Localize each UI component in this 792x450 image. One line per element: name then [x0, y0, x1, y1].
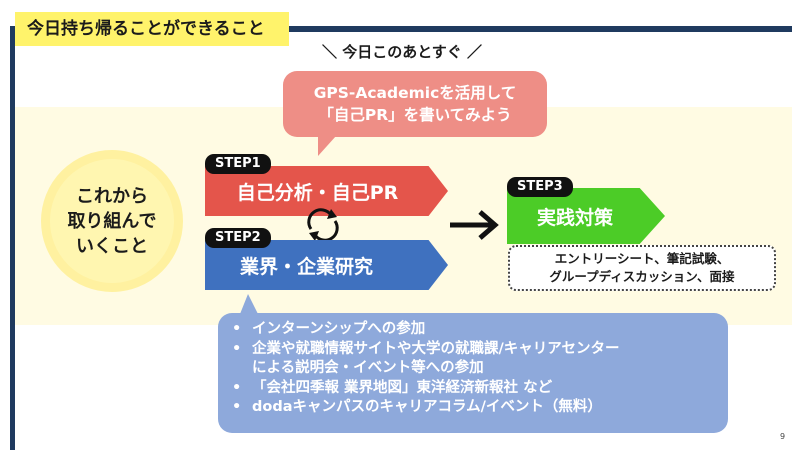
bullet-mark: • [232, 399, 242, 415]
bullet-text: dodaキャンパスのキャリアコラム/イベント（無料） [252, 399, 602, 415]
header-rule [10, 26, 792, 32]
step1-label: STEP1 [205, 154, 271, 174]
bullet-mark: • [232, 321, 242, 337]
left-rule [10, 26, 15, 450]
list-item: による説明会・イベント等への参加 [232, 359, 620, 379]
step2-label: STEP2 [205, 228, 271, 248]
page-title: 今日持ち帰ることができること [15, 12, 289, 46]
bullet-text: 企業や就職情報サイトや大学の就職課/キャリアセンター [252, 340, 620, 357]
bullet-callout-tail [240, 294, 258, 314]
bullet-text: インターンシップへの参加 [252, 321, 426, 337]
step1-title: 自己分析・自己PR [236, 181, 399, 204]
subtitle: ＼ 今日このあとすぐ ／ [322, 43, 482, 61]
speech-bubble: GPS-Academicを活用して 「自己PR」を書いてみよう [283, 71, 547, 137]
bullet-mark: • [232, 340, 242, 357]
bullet-text: 「会社四季報 業界地図」東洋経済新報社 など [252, 379, 553, 396]
step3-box: 実践対策 [507, 188, 665, 244]
speech-bubble-tail [318, 136, 336, 156]
page-number: 9 [780, 432, 786, 441]
list-item: • インターンシップへの参加 [232, 320, 620, 340]
cycle-arrows-icon [307, 208, 339, 242]
bullet-text: による説明会・イベント等への参加 [252, 360, 484, 376]
step3-label: STEP3 [507, 177, 573, 197]
step2-box: 業界・企業研究 [205, 240, 448, 290]
step1-box: 自己分析・自己PR [205, 166, 448, 216]
list-item: • 企業や就職情報サイトや大学の就職課/キャリアセンター [232, 340, 620, 360]
right-arrow-icon [450, 210, 499, 240]
list-item: • 「会社四季報 業界地図」東洋経済新報社 など [232, 379, 620, 399]
bullet-callout [218, 313, 728, 433]
bullet-mark: • [232, 379, 242, 396]
step3-title: 実践対策 [536, 206, 613, 229]
step2-title: 業界・企業研究 [239, 255, 373, 278]
circle-badge: これから 取り組んで いくこと [41, 150, 183, 292]
circle-text: これから 取り組んで いくこと [67, 185, 157, 257]
list-item: • dodaキャンパスのキャリアコラム/イベント（無料） [232, 398, 620, 418]
bullet-list: • インターンシップへの参加 • 企業や就職情報サイトや大学の就職課/キャリアセンタ… [232, 320, 620, 418]
step3-detail: エントリーシート、筆記試験、 グループディスカッション、面接 [508, 245, 776, 291]
